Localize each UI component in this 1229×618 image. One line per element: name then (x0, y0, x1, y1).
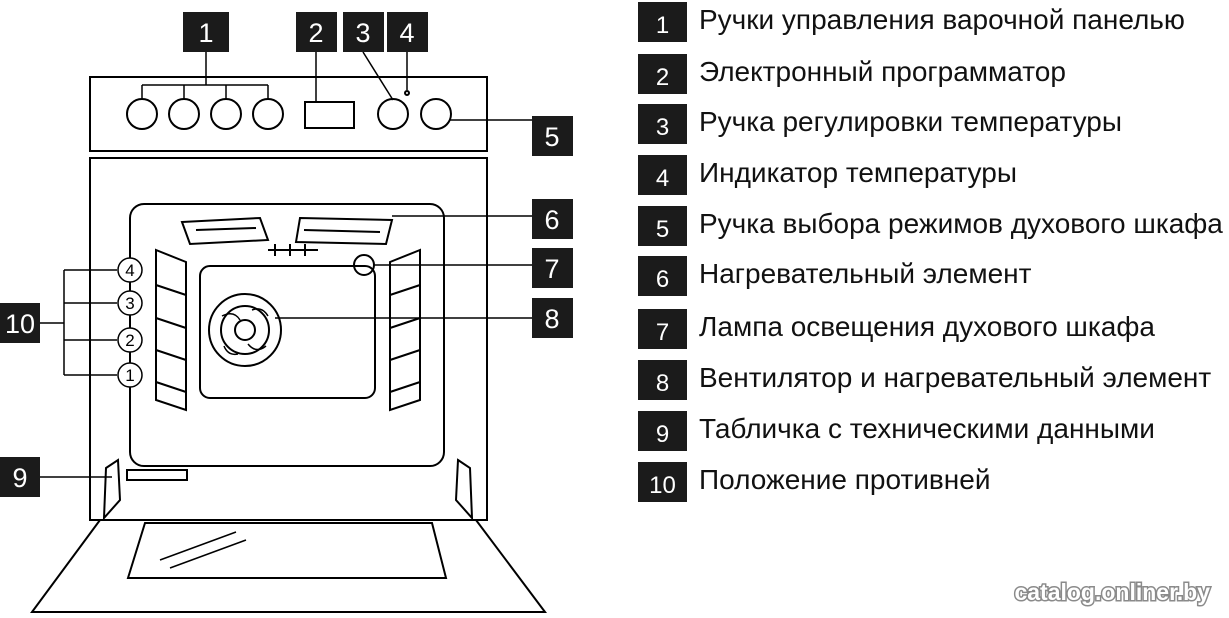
left-rack-rail (155, 248, 187, 412)
hob-knob (252, 98, 284, 130)
legend-number: 6 (638, 256, 687, 296)
oven-door (30, 519, 547, 613)
legend-number: 2 (638, 54, 687, 94)
legend-number: 10 (638, 462, 687, 502)
temperature-indicator (404, 90, 410, 96)
right-rack-rail (389, 248, 421, 412)
legend-number: 7 (638, 309, 687, 349)
svg-text:3: 3 (355, 18, 370, 48)
legend-text: Вентилятор и нагревательный элемент (699, 362, 1212, 393)
svg-text:5: 5 (544, 122, 559, 152)
tray-position-2: 2 (117, 327, 143, 353)
callout-9: 9 (0, 457, 40, 497)
fan-hub (234, 319, 256, 341)
legend-number: 4 (638, 155, 687, 195)
svg-text:1: 1 (125, 366, 134, 385)
hob-knob (126, 98, 158, 130)
legend-text: Нагревательный элемент (699, 258, 1032, 289)
legend-text: Табличка с техническими данными (699, 413, 1155, 444)
legend-text: Ручка выбора режимов духового шкафа (699, 208, 1223, 239)
legend-number: 9 (638, 411, 687, 451)
grill-element (180, 216, 394, 246)
svg-text:4: 4 (399, 18, 414, 48)
legend-text: Положение противней (699, 464, 991, 495)
legend-number: 1 (638, 2, 687, 42)
svg-text:10: 10 (5, 309, 35, 339)
legend-number: 8 (638, 360, 687, 400)
tray-position-3: 3 (117, 290, 143, 316)
watermark-text: catalog.onliner.by (1014, 579, 1210, 605)
grill-connector (268, 244, 318, 256)
hob-knob (168, 98, 200, 130)
right-hinge (454, 458, 474, 521)
fan-panel (199, 265, 376, 399)
left-hinge (102, 458, 122, 521)
fan-outer (208, 293, 282, 367)
callout-3: 3 (343, 12, 384, 52)
leader-lines (40, 51, 532, 478)
mode-knob (420, 98, 452, 130)
legend-text: Ручка регулировки температуры (699, 106, 1123, 137)
callout-10: 10 (0, 303, 40, 343)
svg-text:4: 4 (125, 261, 134, 280)
glass-reflection (159, 531, 247, 569)
svg-text:9: 9 (12, 463, 27, 493)
callout-2: 2 (296, 12, 337, 52)
callout-1: 1 (183, 12, 229, 52)
svg-text:2: 2 (308, 18, 323, 48)
fan-inner (220, 305, 270, 355)
legend-number: 5 (638, 206, 687, 246)
callout-6: 6 (532, 199, 573, 239)
watermark: catalog.onliner.by (1013, 578, 1212, 607)
control-panel (89, 76, 488, 152)
legend-text: Электронный программатор (699, 56, 1066, 87)
svg-text:6: 6 (544, 205, 559, 235)
svg-text:8: 8 (544, 304, 559, 334)
legend-text: Лампа освещения духового шкафа (699, 311, 1155, 342)
callout-5: 5 (532, 116, 573, 156)
hob-knob (210, 98, 242, 130)
tray-position-1: 1 (117, 362, 143, 388)
oven-diagram: 1 2 3 4 5 6 7 8 9 10 4 3 2 1 (0, 12, 573, 613)
temperature-knob (377, 98, 409, 130)
legend-text: Ручки управления варочной панелью (699, 4, 1185, 35)
svg-text:2: 2 (125, 331, 134, 350)
callout-7: 7 (532, 248, 573, 288)
fan-blades (221, 308, 269, 356)
oven-body (89, 157, 488, 521)
legend-text: Индикатор температуры (699, 157, 1017, 188)
callout-4: 4 (387, 12, 428, 52)
svg-text:1: 1 (198, 18, 213, 48)
door-glass (126, 522, 448, 579)
tray-position-4: 4 (117, 257, 143, 283)
callout-8: 8 (532, 298, 573, 338)
programmer-display (304, 101, 355, 129)
rating-plate (126, 469, 188, 481)
svg-text:7: 7 (544, 254, 559, 284)
svg-text:3: 3 (125, 294, 134, 313)
oven-cavity (129, 203, 445, 467)
legend-number: 3 (638, 104, 687, 144)
